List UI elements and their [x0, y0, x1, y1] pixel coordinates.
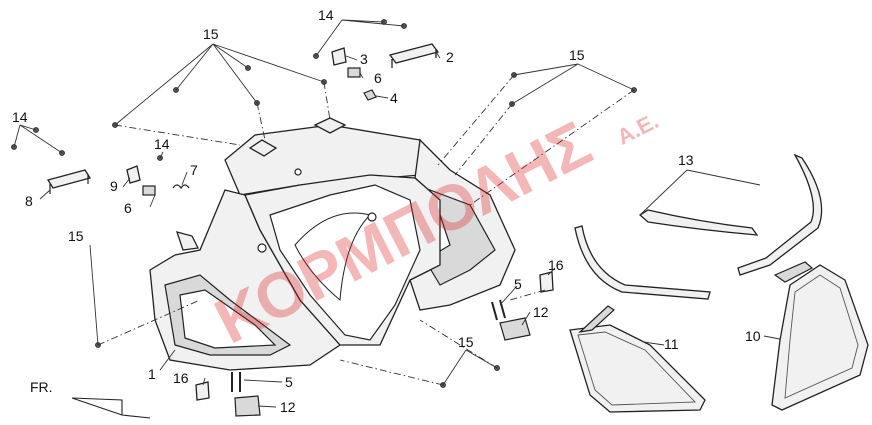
callout-labels: 1 2 3 4 5 5 6 6 7 8 9 10 11 12 12 13 14 …: [12, 7, 761, 415]
callout-12: 12: [533, 304, 549, 320]
callout-15: 15: [203, 26, 219, 42]
callout-16: 16: [548, 257, 564, 273]
callout-4: 4: [390, 90, 398, 106]
callout-6: 6: [374, 70, 382, 86]
front-cover-part: [149, 117, 516, 371]
bracket-part-2: [388, 43, 440, 68]
callout-5: 5: [285, 374, 293, 390]
callout-14: 14: [154, 136, 170, 152]
callout-1: 1: [148, 366, 156, 382]
callout-11: 11: [664, 336, 679, 352]
callout-14: 14: [318, 7, 334, 23]
callout-6: 6: [124, 200, 132, 216]
bracket-part-8: [46, 169, 92, 194]
front-label: FR.: [30, 379, 53, 395]
callout-7: 7: [190, 162, 198, 178]
lens-part-10: [771, 261, 869, 411]
callout-15: 15: [68, 228, 84, 244]
lens-part-11: [569, 305, 706, 413]
callout-9: 9: [110, 178, 118, 194]
lens-frame-part-13: [574, 153, 823, 300]
callout-8: 8: [25, 193, 33, 209]
callout-15: 15: [458, 334, 474, 350]
callout-5: 5: [514, 276, 522, 292]
watermark-suffix: Α.Ε.: [613, 108, 662, 150]
callout-10: 10: [745, 328, 761, 344]
assembly-lines: [97, 74, 635, 386]
front-orientation-indicator: FR.: [30, 379, 151, 419]
callout-14: 14: [12, 109, 28, 125]
callout-13: 13: [678, 152, 694, 168]
callout-16: 16: [173, 370, 189, 386]
callout-15: 15: [569, 47, 585, 63]
callout-2: 2: [446, 49, 454, 65]
callout-12: 12: [280, 399, 296, 415]
leader-lines: [13, 19, 786, 408]
callout-3: 3: [360, 51, 368, 67]
